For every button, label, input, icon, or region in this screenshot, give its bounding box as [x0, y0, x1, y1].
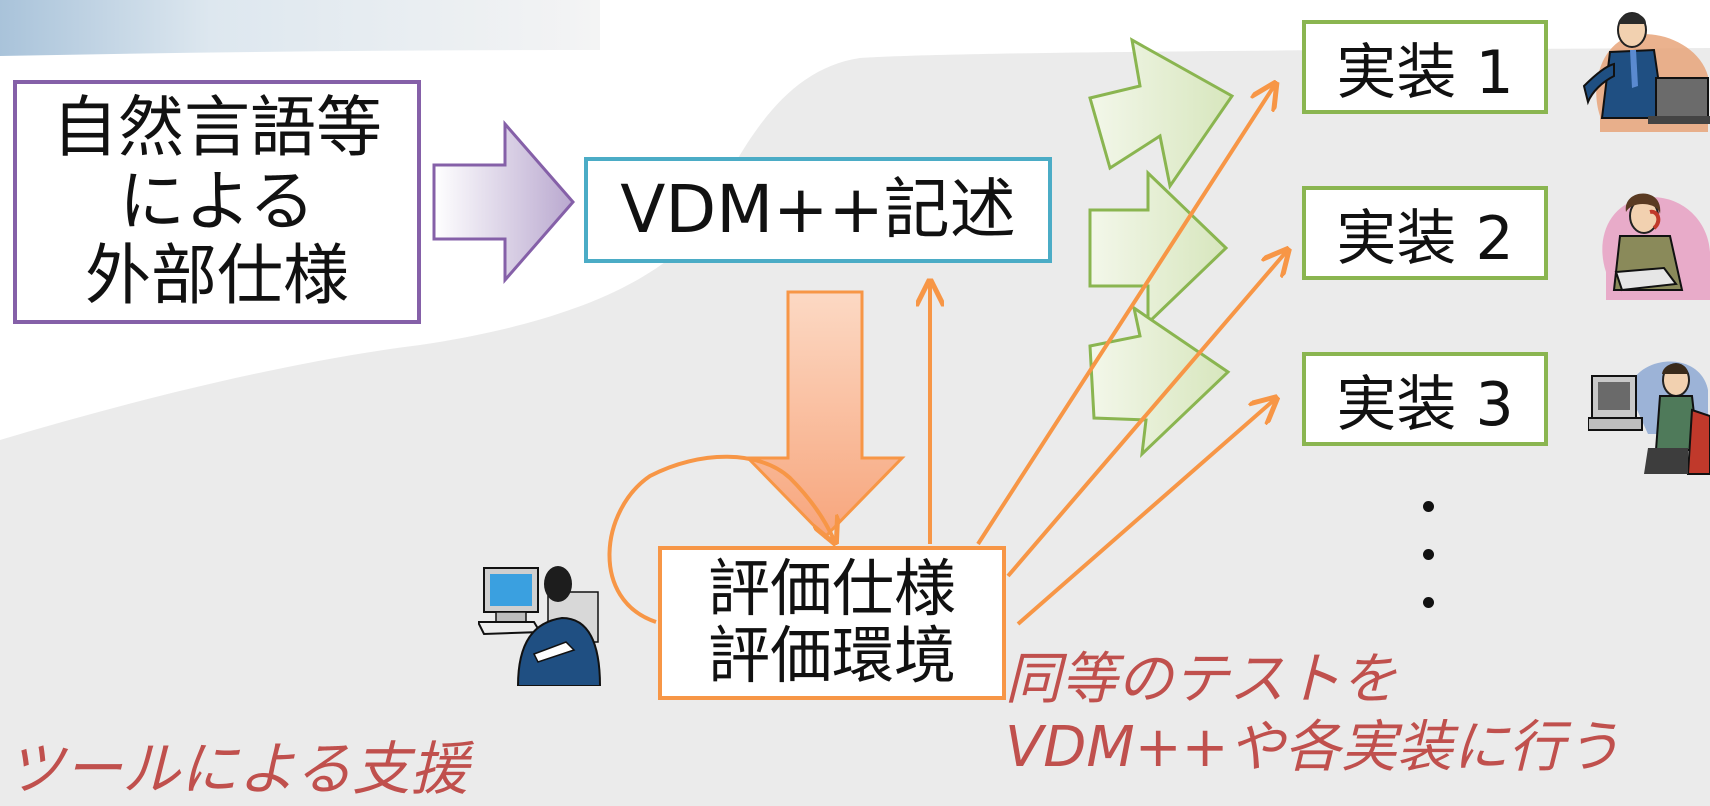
natural-spec-line-2: による — [118, 163, 316, 241]
tool-support-caption: ツールによる支援 — [6, 735, 469, 803]
evaluation-line-2: 評価環境 — [707, 619, 956, 692]
businessman-laptop-icon — [1582, 12, 1710, 132]
implementation-box-1: 実装 1 — [1302, 20, 1548, 114]
ellipsis-dot — [1423, 549, 1434, 560]
orange-arrow-to-impl-1 — [976, 86, 1274, 546]
implementation-box-3: 実装 3 — [1302, 352, 1548, 446]
green-block-arrow-1 — [1088, 37, 1235, 190]
vdm-description-box: VDM++記述 — [584, 157, 1052, 263]
orange-arrow-to-impl-3 — [1016, 400, 1274, 626]
natural-language-spec-box: 自然言語等 による 外部仕様 — [13, 80, 421, 324]
equivalent-test-caption: 同等のテストを VDM++や各実装に行う — [1005, 646, 1621, 783]
user-at-computer-icon — [478, 566, 602, 686]
ellipsis-dot — [1423, 597, 1434, 608]
man-at-computer-icon — [1588, 361, 1710, 475]
vdm-box-label: VDM++記述 — [620, 171, 1016, 249]
orange-arrow-to-impl-2 — [1006, 252, 1286, 578]
green-block-arrow-3 — [1088, 304, 1231, 458]
woman-phone-laptop-icon — [1602, 193, 1710, 300]
orange-block-arrow — [744, 290, 906, 540]
implementation-label-2: 実装 2 — [1336, 203, 1514, 274]
natural-spec-line-3: 外部仕様 — [85, 236, 349, 314]
ellipsis-dot — [1423, 501, 1434, 512]
implementation-box-2: 実装 2 — [1302, 186, 1548, 280]
implementation-label-3: 実装 3 — [1336, 369, 1514, 440]
evaluation-box: 評価仕様 評価環境 — [658, 546, 1006, 700]
natural-spec-line-1: 自然言語等 — [52, 89, 382, 167]
equivalent-test-line-1: 同等のテストを — [1005, 647, 1397, 712]
orange-loop-arrow — [607, 454, 834, 624]
evaluation-line-1: 評価仕様 — [707, 552, 956, 626]
diagram-arrows — [432, 37, 1710, 626]
green-block-arrow-2 — [1088, 169, 1229, 327]
implementation-label-1: 実装 1 — [1336, 37, 1514, 108]
equivalent-test-line-2: VDM++や各実装に行う — [1005, 715, 1621, 781]
purple-block-arrow — [432, 119, 575, 285]
